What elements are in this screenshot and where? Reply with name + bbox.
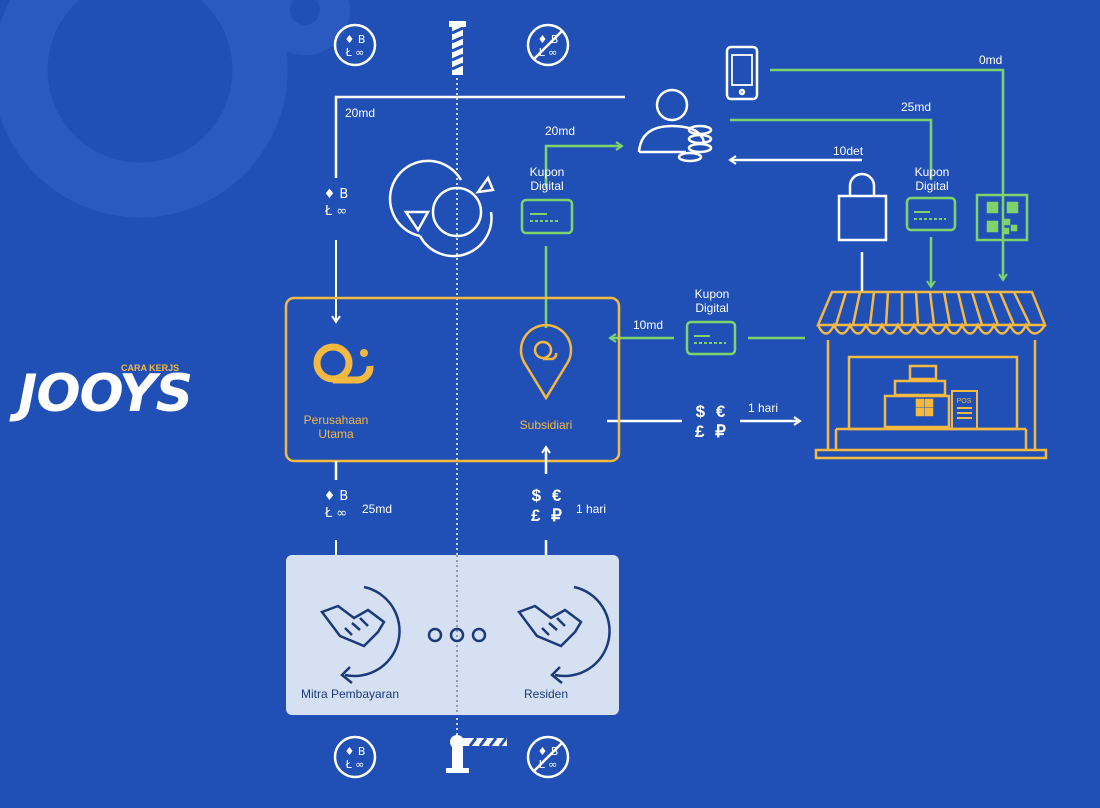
- node-subsidiary: Subsidiari: [519, 418, 573, 432]
- crypto-coin-icon: ♦ B Ł ∞: [333, 23, 377, 67]
- node-main-company: Perusahaan Utama: [303, 413, 369, 441]
- smartphone-icon: [725, 45, 759, 101]
- no-crypto-icon: ♦ B Ł ∞: [526, 735, 570, 779]
- shopping-bag-icon: [837, 172, 888, 242]
- company-group-box: [284, 296, 621, 463]
- svg-text:POS: POS: [957, 398, 972, 405]
- edge-label-resident-to-subsidiary: 1 hari: [576, 502, 607, 516]
- handshake-icon: [319, 585, 401, 684]
- fiat-symbols-bottom: $ € £ ₽: [531, 486, 565, 525]
- phone-to-qr-line: [770, 68, 1008, 282]
- fiat-symbols-right: $ € £ ₽: [695, 402, 729, 441]
- logo-subtitle: CARA KERJS: [121, 363, 180, 373]
- svg-text:♦ B: ♦ B: [538, 745, 559, 758]
- refresh-cycle-icon: [388, 159, 495, 258]
- pos-terminal-icon: POS: [951, 390, 978, 430]
- background-watermark-icon: [0, 0, 350, 218]
- more-partners-icon: [427, 627, 487, 643]
- qr-code-icon: [975, 193, 1029, 242]
- coupon-label-right: Kupon Digital: [914, 165, 950, 193]
- digital-coupon-icon: [685, 320, 737, 356]
- user-to-coupon-line: [730, 118, 933, 180]
- edge-label-top-transfer: 20md: [345, 106, 376, 120]
- cash-register-icon: [883, 364, 951, 429]
- node-resident: Residen: [523, 687, 569, 701]
- location-pin-icon: [519, 323, 573, 401]
- edge-label-green-to-user: 20md: [545, 124, 576, 138]
- joys-logo-icon: [313, 343, 374, 384]
- coupon-to-user-line: [544, 141, 624, 188]
- border-post-icon: [449, 21, 466, 75]
- logo-wordmark: JOOYS: [18, 364, 193, 424]
- svg-text:Ł ∞: Ł ∞: [345, 758, 365, 771]
- edge-label-shop-to-user: 10det: [833, 144, 864, 158]
- svg-text:♦ B: ♦ B: [345, 745, 366, 758]
- edge-label-phone-to-qr: 0md: [979, 53, 1003, 67]
- svg-text:Ł ∞: Ł ∞: [345, 46, 365, 59]
- svg-text:♦ B: ♦ B: [538, 33, 559, 46]
- no-crypto-icon: ♦ B Ł ∞: [526, 23, 570, 67]
- barrier-gate-icon: [446, 735, 508, 773]
- node-payment-partner: Mitra Pembayaran: [300, 687, 400, 701]
- edge-label-subsidiary-to-shop: 1 hari: [748, 401, 779, 415]
- handshake-icon: [516, 585, 611, 684]
- crypto-symbols-bottom: ♦ B Ł ∞: [323, 489, 349, 521]
- user-coins-icon: [637, 88, 713, 163]
- coupon-label-left: Kupon Digital: [529, 165, 565, 193]
- partner-panel: [286, 555, 619, 715]
- crypto-symbols-top: ♦ B Ł ∞: [323, 187, 349, 219]
- coupon-label-middle: Kupon Digital: [694, 287, 730, 315]
- crypto-coin-icon: ♦ B Ł ∞: [333, 735, 377, 779]
- store-icon: [814, 290, 1048, 460]
- svg-text:♦ B: ♦ B: [345, 33, 366, 46]
- digital-coupon-icon: [520, 198, 574, 235]
- top-transfer-line: [334, 95, 625, 178]
- edge-label-shop-to-subsidiary: 10md: [633, 318, 664, 332]
- edge-label-user-to-shop: 25md: [901, 100, 932, 114]
- edge-label-main-to-partner: 25md: [362, 502, 393, 516]
- digital-coupon-icon: [905, 196, 957, 232]
